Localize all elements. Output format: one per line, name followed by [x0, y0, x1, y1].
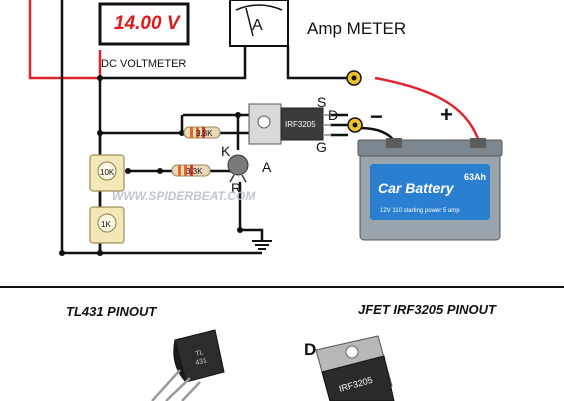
battery-minus-sign: − — [370, 104, 383, 129]
mosfet-pin-s: S — [317, 94, 326, 110]
mosfet-pin-g: G — [316, 139, 327, 155]
battery-subtitle: 12V 110 starting power 5 amp — [380, 208, 460, 214]
amp-meter: A Amp METER — [229, 0, 406, 47]
battery-positive-post — [470, 138, 486, 148]
regulator-pin-r: R — [231, 180, 241, 196]
tl431-pinout-title: TL431 PINOUT — [66, 304, 157, 319]
resistor-r1: 3.3K — [183, 126, 221, 139]
regulator-pin-a: A — [262, 159, 272, 175]
car-battery: Car Battery 63Ah 12V 110 starting power … — [357, 102, 503, 241]
trimmer-1k: 1K — [89, 206, 125, 244]
tl431-package: TL 431 — [151, 329, 225, 401]
mosfet-pin-d: D — [328, 107, 338, 123]
irf3205-package: D IRF3205 — [304, 335, 395, 401]
tl431-regulator: K R A — [221, 143, 272, 196]
battery-title: Car Battery — [378, 180, 455, 196]
tl431-mark-2: 431 — [195, 357, 208, 367]
tl431-mark-1: TL — [195, 349, 205, 358]
ammeter-needle — [245, 7, 254, 37]
regulator-pin-k: K — [221, 143, 231, 159]
ammeter-symbol: A — [252, 17, 263, 34]
battery-capacity: 63Ah — [464, 172, 486, 182]
trimmer-10k: 10K — [89, 154, 125, 192]
trimmer-10k-value: 10K — [100, 168, 115, 177]
voltmeter-display — [98, 2, 190, 46]
battery-positive-red-wire — [374, 76, 482, 146]
watermark: WWW.SPIDERBEAT.COM — [112, 189, 256, 203]
resistor-r1-value: 3.3K — [196, 129, 213, 138]
resistor-r2: 3.3K — [171, 164, 211, 177]
voltmeter-reading: 14.00 V — [114, 13, 181, 34]
resistor-r2-value: 3.3K — [186, 167, 203, 176]
ammeter-to-terminal — [286, 46, 348, 80]
terminals — [346, 70, 363, 133]
jfet-pin-d: D — [304, 340, 316, 359]
red-wires — [28, 0, 482, 146]
battery-label-panel — [370, 164, 490, 220]
voltmeter-label: DC VOLTMETER — [101, 58, 186, 70]
top-rail — [100, 46, 247, 80]
voltmeter-red-lead — [28, 0, 102, 80]
ammeter-label: Amp METER — [307, 19, 406, 38]
mosfet-irf3205: IRF3205 S D G — [248, 94, 338, 155]
ground-symbol — [252, 240, 272, 250]
battery-plus-sign: + — [440, 102, 453, 127]
jfet-pinout-title: JFET IRF3205 PINOUT — [358, 302, 497, 317]
trimmer-1k-value: 1K — [101, 220, 111, 229]
ammeter-scale — [235, 4, 283, 11]
mosfet-part-label: IRF3205 — [285, 120, 316, 129]
ammeter-body — [229, 0, 289, 47]
regulator-a-wire — [238, 182, 264, 240]
dc-voltmeter: 14.00 V DC VOLTMETER — [98, 2, 190, 70]
battery-negative-post — [386, 138, 402, 148]
